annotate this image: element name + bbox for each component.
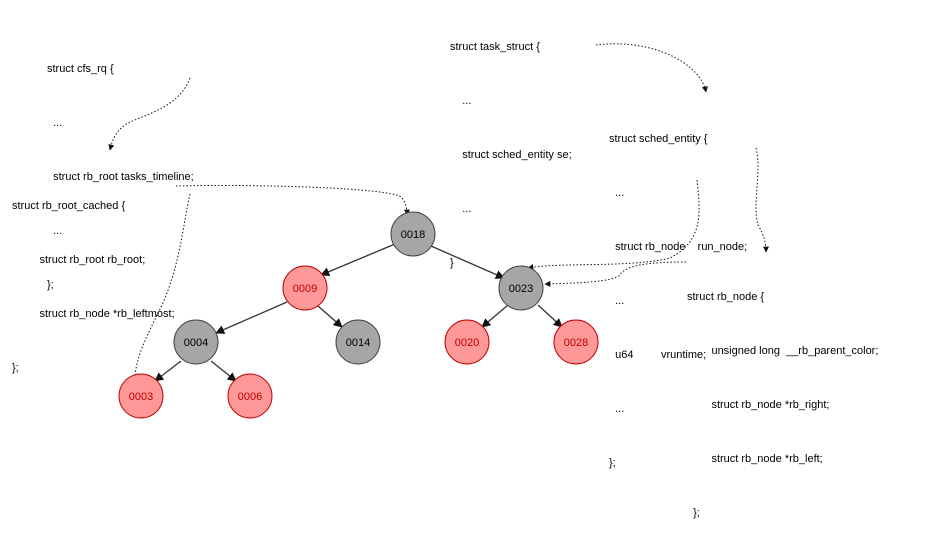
struct-task-struct: struct task_struct { ... struct sched_en…	[450, 2, 572, 308]
rb-tree-node-0023: 0023	[498, 265, 544, 311]
code-line: ...	[609, 295, 625, 307]
node-circle	[173, 319, 219, 365]
code-line: struct sched_entity {	[609, 133, 708, 145]
code-line: struct rb_root_cached {	[12, 200, 126, 212]
code-line: };	[12, 362, 19, 374]
diagram-canvas: 0018 0009 0023 0004 0014 0020 0028 0003	[12, 2, 878, 519]
diagram-connectors: 0018 0009 0023 0004 0014 0020 0028 0003	[108, 43, 769, 419]
rb-tree-node-0014: 0014	[335, 319, 381, 365]
code-line: struct rb_node *rb_left;	[687, 453, 823, 465]
node-circle	[444, 319, 490, 365]
node-label: 0028	[564, 337, 588, 349]
code-line: ...	[609, 187, 625, 199]
rb-tree-node-0006: 0006	[227, 373, 273, 419]
rb-tree-node-0009: 0009	[282, 265, 328, 311]
rb-tree-node-0020: 0020	[444, 319, 490, 365]
code-line: }	[450, 257, 454, 269]
node-label: 0003	[129, 391, 153, 403]
pointer-rb-root	[175, 185, 410, 216]
code-line: struct rb_root rb_root;	[12, 254, 146, 266]
pointer-se	[595, 43, 708, 93]
code-line: struct rb_node *rb_leftmost;	[12, 308, 175, 320]
node-label: 0014	[346, 337, 370, 349]
code-line: struct rb_node run_node;	[609, 241, 748, 253]
code-line: unsigned long __rb_parent_color;	[687, 345, 879, 357]
node-circle	[553, 319, 599, 365]
node-label: 0018	[401, 229, 425, 241]
pointer-vruntime	[527, 179, 700, 270]
node-label: 0004	[184, 337, 208, 349]
tree-edge	[154, 360, 182, 382]
code-line: struct cfs_rq {	[47, 63, 114, 75]
node-label: 0009	[293, 283, 317, 295]
code-line: struct task_struct {	[450, 41, 540, 53]
pointer-rb-leftmost	[131, 193, 191, 385]
node-circle	[282, 265, 328, 311]
struct-rb-node: struct rb_node { unsigned long __rb_pare…	[687, 252, 878, 558]
node-circle	[390, 211, 436, 257]
struct-sched-entity: struct sched_entity { ... struct rb_node…	[609, 94, 747, 508]
code-line: };	[687, 507, 700, 519]
code-line: ...	[450, 95, 472, 107]
tree-edge	[481, 304, 509, 328]
node-circle	[118, 373, 164, 419]
tree-edge	[317, 305, 343, 328]
code-line: ...	[450, 203, 472, 215]
pointer-tasks-timeline	[108, 77, 191, 151]
code-line: ...	[47, 225, 63, 237]
tree-edge	[537, 304, 563, 328]
code-line: struct rb_node *rb_right;	[687, 399, 830, 411]
tree-edge	[430, 245, 505, 279]
tree-edge	[320, 243, 396, 277]
rb-tree-node-0018: 0018	[390, 211, 436, 257]
node-label: 0006	[238, 391, 262, 403]
pointer-run-node	[755, 147, 769, 253]
code-line: ...	[609, 403, 625, 415]
code-line: ...	[47, 117, 63, 129]
code-line: struct rb_root tasks_timeline;	[47, 171, 194, 183]
rb-tree-node-0003: 0003	[118, 373, 164, 419]
node-label: 0023	[509, 283, 533, 295]
node-label: 0020	[455, 337, 479, 349]
rb-tree-node-0028: 0028	[553, 319, 599, 365]
node-circle	[498, 265, 544, 311]
pointer-rb-node-struct	[544, 261, 687, 287]
node-circle	[335, 319, 381, 365]
tree-edge	[215, 301, 288, 334]
code-line: };	[47, 279, 54, 291]
node-circle	[227, 373, 273, 419]
struct-rb-root-cached: struct rb_root_cached { struct rb_root r…	[12, 161, 175, 413]
code-line: struct rb_node {	[687, 291, 765, 303]
code-line: struct sched_entity se;	[450, 149, 572, 161]
code-line: u64 vruntime;	[609, 349, 707, 361]
struct-cfs-rq: struct cfs_rq { ... struct rb_root tasks…	[47, 24, 194, 330]
rb-tree-node-0004: 0004	[173, 319, 219, 365]
tree-edge	[210, 360, 237, 382]
